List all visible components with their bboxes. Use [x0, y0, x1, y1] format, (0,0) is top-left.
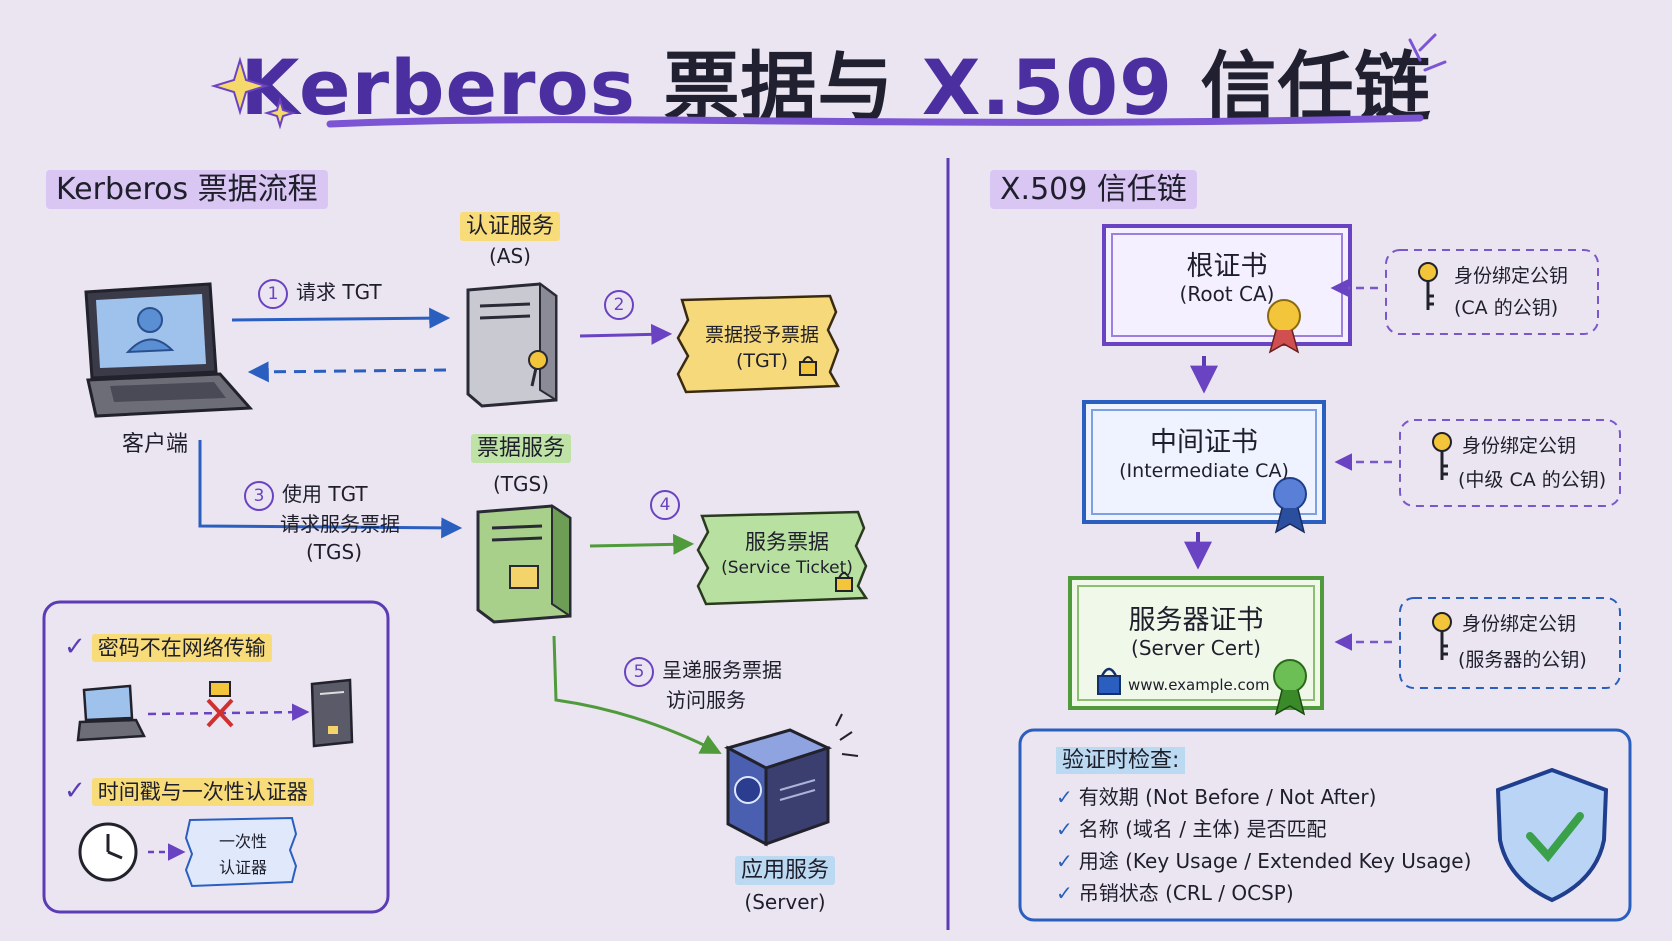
arrow-issue-tgt: [579, 323, 673, 345]
service-ticket-line2: (Service Ticket): [721, 558, 853, 578]
arrow-blocked: [147, 703, 310, 721]
app-abbr: (Server): [744, 890, 826, 914]
service-ticket: [696, 510, 869, 606]
intermediate-cert-title: 中间证书: [1150, 427, 1258, 458]
server-key-line1: 身份绑定公钥: [1462, 613, 1577, 635]
intermediate-cert: [1082, 400, 1326, 534]
root-cert: [1102, 224, 1352, 354]
clock-icon: [78, 822, 138, 882]
authenticator-line1: 一次性: [218, 832, 267, 851]
verify-item: ✓有效期 (Not Before / Not After): [1056, 785, 1377, 809]
app-server-icon: [724, 713, 859, 847]
blue-seal-icon: [1273, 477, 1307, 511]
arrow-present-ticket: [552, 635, 722, 754]
step-number: 1: [258, 279, 288, 309]
root-key-line2: (CA 的公钥): [1454, 297, 1559, 319]
server-cert-sub: (Server Cert): [1131, 636, 1261, 660]
step-number: 3: [244, 481, 274, 511]
as-abbr: (AS): [489, 244, 531, 268]
step-3-line3: (TGS): [306, 540, 363, 564]
step-number: 2: [604, 290, 634, 320]
verify-box: [1018, 728, 1632, 922]
tgt-ticket: [676, 294, 841, 394]
sparkle-lines-icon: [1408, 33, 1447, 72]
step-number: 5: [624, 657, 654, 687]
app-label: 应用服务: [710, 852, 860, 885]
tgt-ticket-line1: 票据授予票据: [704, 324, 819, 346]
intermediate-cert-sub: (Intermediate CA): [1119, 460, 1289, 482]
tgs-abbr: (TGS): [492, 472, 549, 496]
authenticator-line2: 认证器: [218, 858, 267, 877]
arrow-request-service-ticket: [198, 440, 463, 539]
check-icon: ✓: [1056, 817, 1073, 841]
server-cert-title: 服务器证书: [1128, 605, 1264, 636]
check-icon: ✓: [1056, 785, 1073, 809]
mini-laptop-icon: [76, 684, 146, 742]
server-cert-domain: www.example.com: [1128, 676, 1270, 694]
laptop-icon: [84, 282, 254, 418]
check-icon: ✓: [1056, 881, 1073, 905]
check-icon: ✓: [64, 776, 86, 806]
step-3-line2: 请求服务票据: [280, 512, 400, 536]
lock-icon: [209, 681, 231, 697]
client-label: 客户端: [121, 432, 188, 457]
note-1: ✓密码不在网络传输: [64, 632, 272, 662]
server-cert: [1068, 576, 1324, 716]
arrow-tgt-return: [247, 361, 447, 383]
step-4: 4: [650, 490, 688, 520]
arrow-request-tgt: [231, 307, 451, 329]
server-key-line2: (服务器的公钥): [1458, 649, 1587, 671]
check-icon: ✓: [64, 632, 86, 662]
intermediate-key-box: [1399, 419, 1621, 507]
step-2: 2: [604, 290, 642, 320]
key-icon: [1432, 612, 1452, 660]
root-key-box: [1385, 249, 1599, 335]
intermediate-key-line1: 身份绑定公钥: [1462, 435, 1577, 457]
root-key-line1: 身份绑定公钥: [1454, 265, 1569, 287]
root-cert-title: 根证书: [1186, 251, 1268, 282]
verify-item: ✓用途 (Key Usage / Extended Key Usage): [1056, 849, 1472, 873]
verify-item: ✓名称 (域名 / 主体) 是否匹配: [1056, 817, 1327, 841]
as-label: 认证服务: [440, 208, 580, 241]
arrow-issue-service-ticket: [589, 533, 695, 555]
tgt-ticket-line2: (TGT): [735, 350, 789, 372]
server-key-box: [1399, 597, 1621, 689]
note-2: ✓时间戳与一次性认证器: [64, 776, 314, 806]
green-seal-icon: [1273, 659, 1307, 693]
page-title: Kerberos 票据与 X.509 信任链: [240, 43, 1432, 132]
service-ticket-line1: 服务票据: [745, 530, 829, 554]
check-icon: ✓: [1056, 849, 1073, 873]
sparkle-icon: [210, 56, 270, 116]
sparkle-icon: [263, 96, 297, 130]
verify-title: 验证时检查:: [1056, 742, 1186, 774]
authenticator-card: [184, 816, 298, 888]
tgs-label: 票据服务: [446, 430, 596, 463]
blocked-x-icon: [206, 698, 234, 728]
key-icon: [1418, 262, 1438, 310]
step-number: 4: [650, 490, 680, 520]
left-section-title: Kerberos 票据流程: [46, 164, 328, 209]
intermediate-key-line2: (中级 CA 的公钥): [1458, 469, 1607, 491]
mini-server-icon: [310, 678, 354, 748]
cert-lock-icon: [1097, 675, 1121, 695]
right-section-title: X.509 信任链: [990, 164, 1197, 209]
notes-box: [42, 600, 390, 914]
step-5-line2: 访问服务: [666, 688, 746, 712]
verify-item: ✓吊销状态 (CRL / OCSP): [1056, 881, 1294, 905]
title-underline: [326, 114, 1424, 128]
auth-server-icon: [466, 282, 558, 408]
ticket-server-icon: [476, 504, 572, 624]
shield-check-icon: [1495, 767, 1609, 903]
key-icon: [1432, 432, 1452, 480]
root-cert-sub: (Root CA): [1179, 282, 1275, 306]
